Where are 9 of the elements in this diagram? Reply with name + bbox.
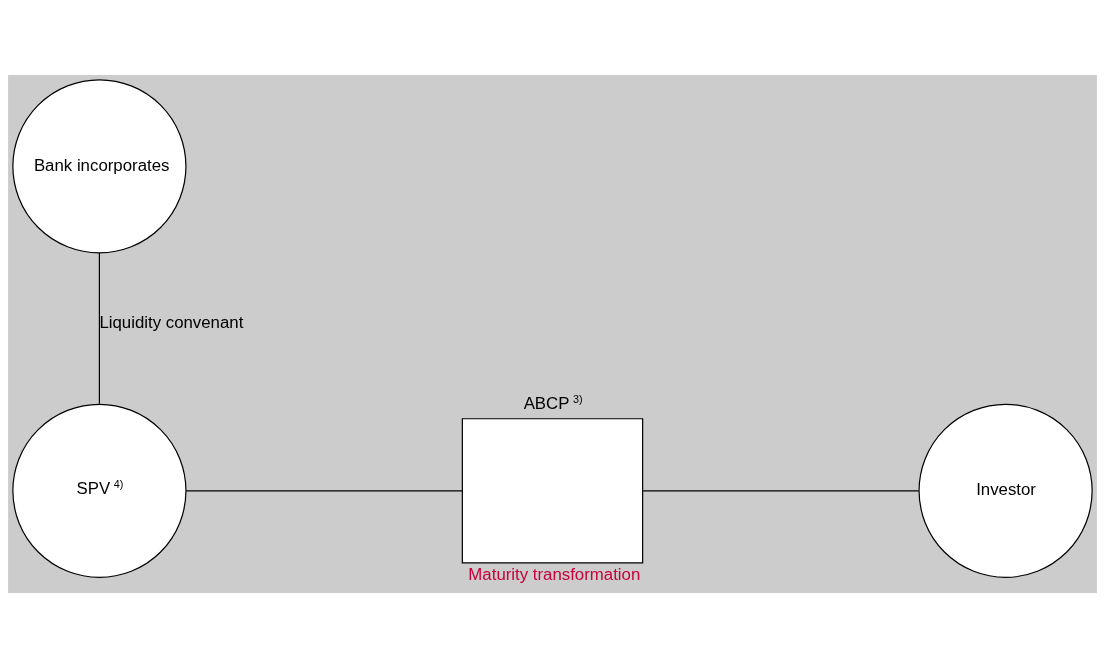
node-label: Maturity transformation [468, 564, 641, 584]
node-circle: Investor [918, 403, 1093, 578]
connector [185, 489, 463, 491]
connector [642, 489, 920, 491]
node-circle: SPV $^{4)}$ [12, 403, 187, 578]
node-circle: Bank incorporates [12, 78, 187, 253]
connector [98, 251, 100, 404]
node-label: ABCP $^{3)}$ [523, 392, 583, 413]
edge-label: Liquidity convenant [99, 312, 244, 332]
